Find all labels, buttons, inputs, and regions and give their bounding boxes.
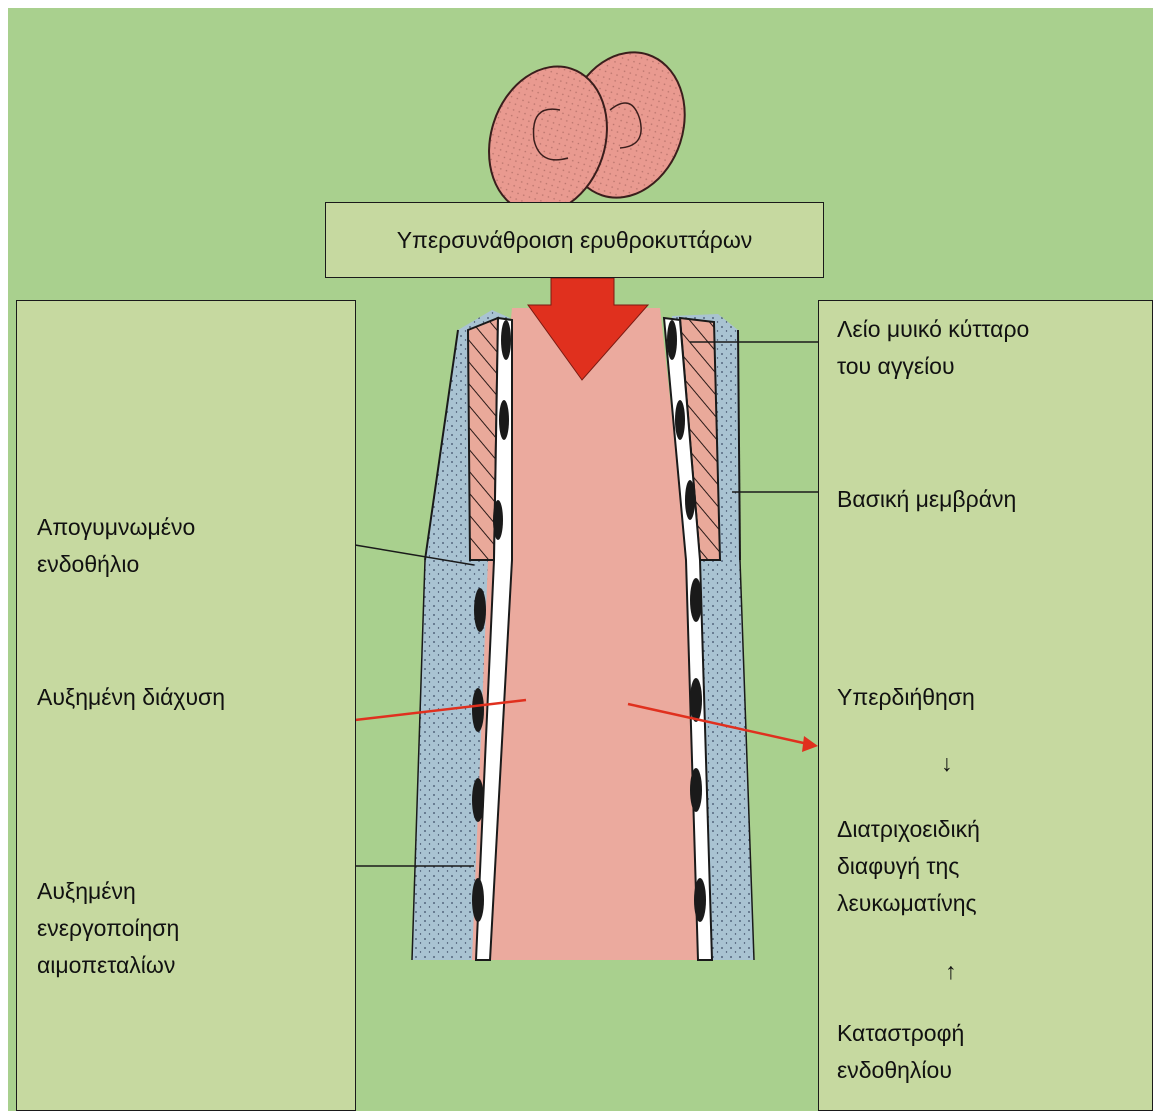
arrowhead-icon [802, 736, 818, 752]
title-label: Υπερσυνάθροιση ερυθροκυττάρων [326, 222, 823, 259]
label-hyperpermeability: Υπερδιήθηση [837, 679, 975, 716]
label-albumin-leak: Διατριχοειδική διαφυγή της λευκωματίνης [837, 811, 980, 922]
arrow-up-icon: ↑ [945, 953, 957, 990]
label-increased-diffusion: Αυξημένη διάχυση [37, 679, 225, 716]
label-smooth-muscle: Λείο μυικό κύτταρο του αγγείου [837, 311, 1029, 385]
label-basement-membrane: Βασική μεμβράνη [837, 481, 1016, 518]
red-blood-cells-icon [471, 37, 703, 229]
label-denuded-endothelium: Απογυμνωμένο ενδοθήλιο [37, 509, 195, 583]
left-label-box: Απογυμνωμένο ενδοθήλιο Αυξημένη διάχυση … [16, 300, 356, 1111]
title-box: Υπερσυνάθροιση ερυθροκυττάρων [325, 202, 824, 278]
arrow-down-icon: ↓ [941, 745, 953, 782]
label-endothelial-damage: Καταστροφή ενδοθηλίου [837, 1015, 964, 1089]
right-label-box: Λείο μυικό κύτταρο του αγγείου Βασική με… [818, 300, 1153, 1111]
label-platelet-activation: Αυξημένη ενεργοποίηση αιμοπεταλίων [37, 873, 179, 984]
